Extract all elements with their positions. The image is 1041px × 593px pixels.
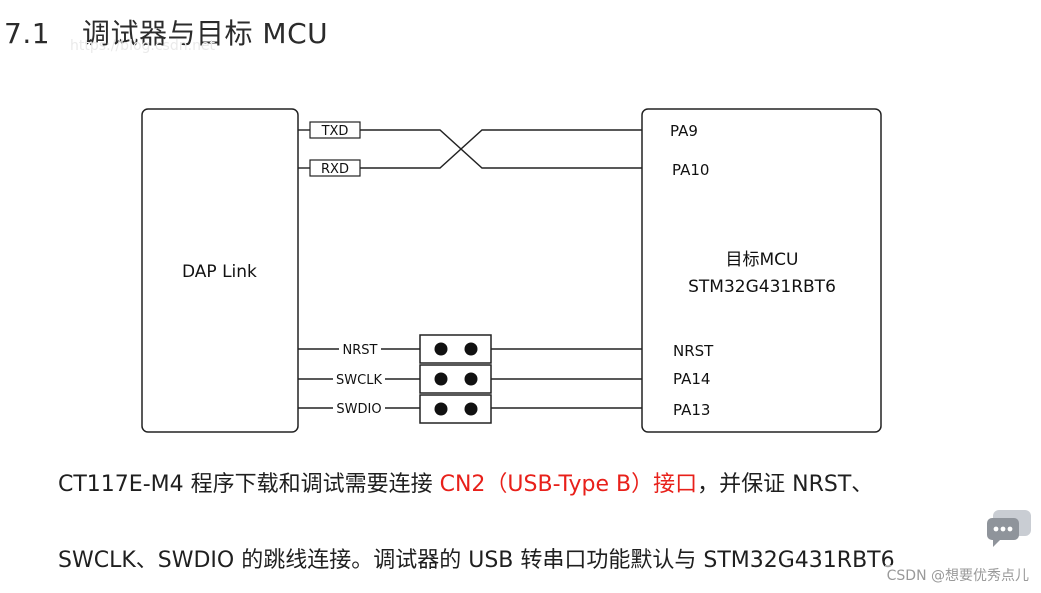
- section-title: 调试器与目标 MCU: [82, 17, 329, 50]
- jumper-header-swclk: [419, 364, 492, 394]
- pin-pa13-label: PA13: [673, 401, 710, 419]
- jumper-header-swdio: [419, 394, 492, 424]
- dap-link-label: DAP Link: [182, 262, 257, 282]
- rxd-label: RXD: [321, 162, 349, 177]
- txd-label: TXD: [321, 124, 349, 139]
- csdn-watermark: CSDN @想要优秀点儿: [884, 565, 1031, 585]
- paragraph-line-1-start: CT117E-M4 程序下载和调试需要连接: [58, 472, 440, 497]
- mcu-label: 目标MCU: [726, 250, 799, 270]
- nrst-label-bg: [339, 341, 381, 357]
- swdio-label-bg: [333, 400, 385, 416]
- pin-nrst-label: NRST: [673, 342, 714, 360]
- section-number: 7.1: [4, 17, 51, 50]
- jumper-header-nrst: [419, 334, 492, 364]
- mcu-part-label: STM32G431RBT6: [688, 277, 836, 297]
- nrst-label: NRST: [343, 343, 378, 358]
- swdio-label: SWDIO: [336, 402, 381, 417]
- rxd-wire: [360, 129, 642, 169]
- mcu-box: [641, 108, 882, 433]
- swclk-label: SWCLK: [336, 373, 382, 388]
- paragraph-line-1-end: ，并保证 NRST、: [697, 472, 874, 497]
- paragraph-line-1: CT117E-M4 程序下载和调试需要连接 CN2（USB-Type B）接口，…: [58, 466, 873, 498]
- swclk-label-bg: [333, 371, 385, 387]
- paragraph-line-2: SWCLK、SWDIO 的跳线连接。调试器的 USB 转串口功能默认与 STM3…: [58, 548, 895, 573]
- rxd-label-box: [309, 159, 361, 177]
- paragraph-highlight: CN2（USB-Type B）接口: [439, 472, 698, 497]
- txd-wire: [360, 129, 642, 169]
- chat-bubble-icon[interactable]: [987, 508, 1033, 548]
- section-heading: 7.1 调试器与目标 MCU: [4, 12, 328, 52]
- pin-pa10-label: PA10: [672, 161, 709, 179]
- txd-label-box: [309, 121, 361, 139]
- dap-link-box: [141, 108, 299, 433]
- watermark-text: https://blog.csdn.net: [70, 38, 216, 54]
- pin-pa14-label: PA14: [673, 370, 710, 388]
- pin-pa9-label: PA9: [670, 122, 698, 140]
